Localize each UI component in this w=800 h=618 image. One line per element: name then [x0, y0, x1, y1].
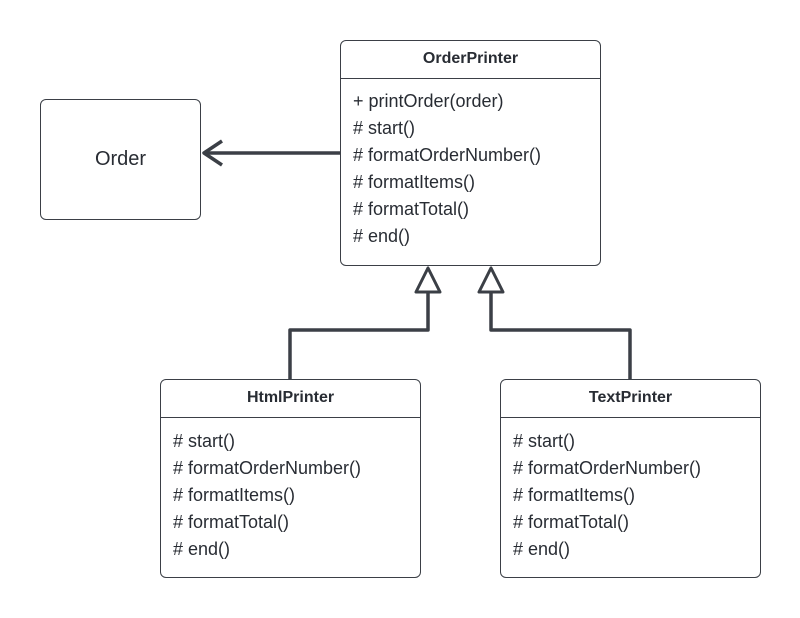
orderprinter-members: + printOrder(order) # start() # formatOr… [341, 79, 600, 250]
member-item: # formatOrderNumber() [513, 458, 702, 478]
member-item: # start() [353, 118, 416, 138]
textprinter-members: # start() # formatOrderNumber() # format… [501, 418, 760, 563]
member-item: # formatOrderNumber() [353, 145, 542, 165]
htmlprinter-class-name: HtmlPrinter [161, 380, 420, 418]
member-item: # formatTotal() [353, 199, 470, 219]
order-class-box[interactable]: Order [40, 99, 201, 220]
member-item: + printOrder(order) [353, 91, 504, 111]
member-item: # formatOrderNumber() [173, 458, 362, 478]
member-item: # start() [173, 431, 236, 451]
generalization-arrow-htmlprinter [288, 266, 442, 379]
htmlprinter-members: # start() # formatOrderNumber() # format… [161, 418, 420, 563]
member-item: # end() [173, 539, 231, 559]
orderprinter-class-name: OrderPrinter [341, 41, 600, 79]
member-item: # end() [513, 539, 571, 559]
association-arrow [202, 139, 340, 167]
member-item: # formatTotal() [173, 512, 290, 532]
member-item: # end() [353, 226, 411, 246]
member-item: # formatItems() [173, 485, 296, 505]
generalization-arrow-textprinter [477, 266, 632, 379]
htmlprinter-class-box[interactable]: HtmlPrinter # start() # formatOrderNumbe… [160, 379, 421, 578]
order-class-name: Order [94, 148, 147, 170]
member-item: # formatTotal() [513, 512, 630, 532]
textprinter-class-box[interactable]: TextPrinter # start() # formatOrderNumbe… [500, 379, 761, 578]
member-item: # formatItems() [513, 485, 636, 505]
textprinter-class-name: TextPrinter [501, 380, 760, 418]
orderprinter-class-box[interactable]: OrderPrinter + printOrder(order) # start… [340, 40, 601, 266]
member-item: # formatItems() [353, 172, 476, 192]
member-item: # start() [513, 431, 576, 451]
